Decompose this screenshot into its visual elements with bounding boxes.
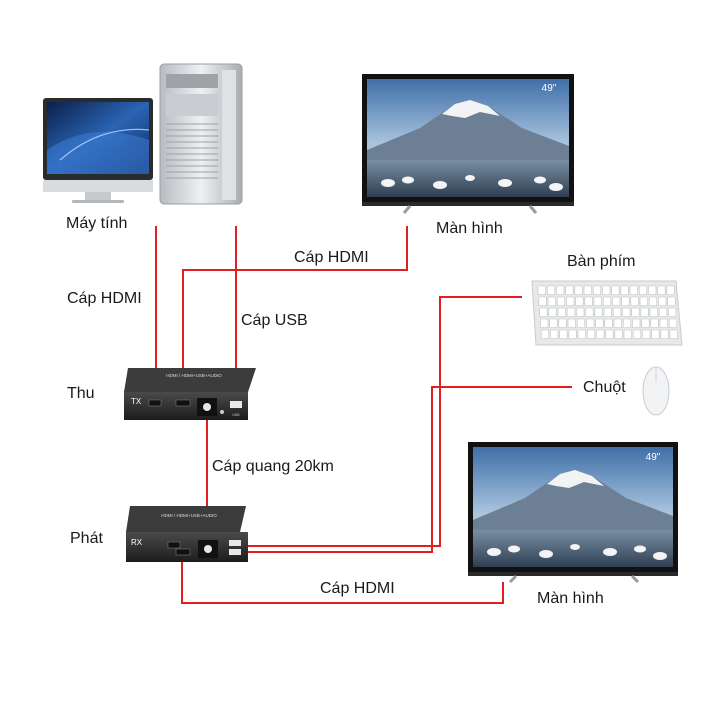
hdmi-bottom-label: Cáp HDMI — [320, 580, 395, 597]
bottom-tv-size-badge: 49" — [646, 452, 661, 463]
usb-cable-label: Cáp USB — [241, 312, 308, 329]
bottom-monitor-label: Màn hình — [537, 590, 604, 607]
mouse-label: Chuột — [583, 379, 626, 396]
top-monitor-icon: 49" — [362, 74, 574, 214]
transmitter-top-label: HDMI / HDMI+USB+AUDIO — [161, 513, 217, 518]
receiver-label: Thu — [67, 385, 95, 402]
receiver-id: TX — [131, 397, 142, 406]
computer-label: Máy tính — [66, 215, 128, 232]
mouse-cable — [244, 386, 572, 553]
hdmi-cable-rx-to-bottom-monitor — [181, 560, 504, 604]
bottom-monitor-icon: 49" — [468, 442, 678, 584]
hdmi-cable-tx-to-top-monitor — [182, 226, 408, 372]
computer-icon — [43, 63, 243, 205]
keyboard-label: Bàn phím — [567, 253, 636, 270]
top-monitor-label: Màn hình — [436, 220, 503, 237]
receiver-top-label: HDMI / HDMI+USB+AUDIO — [166, 373, 222, 378]
keyboard-icon — [531, 280, 683, 346]
transmitter-id: RX — [131, 538, 143, 547]
fiber-cable-label: Cáp quang 20km — [212, 458, 334, 475]
mouse-icon — [642, 366, 670, 416]
hdmi-left-label: Cáp HDMI — [67, 290, 142, 307]
cables — [155, 226, 572, 604]
keyboard-cable — [244, 296, 522, 547]
transmitter-label: Phát — [70, 530, 103, 547]
hdmi-top-label: Cáp HDMI — [294, 249, 369, 266]
transmitter-unit: HDMI / HDMI+USB+AUDIO RX — [126, 506, 248, 562]
top-tv-size-badge: 49" — [542, 83, 557, 94]
receiver-port-usb: USB — [232, 413, 240, 417]
receiver-unit: HDMI / HDMI+USB+AUDIO TX USB — [124, 368, 256, 420]
